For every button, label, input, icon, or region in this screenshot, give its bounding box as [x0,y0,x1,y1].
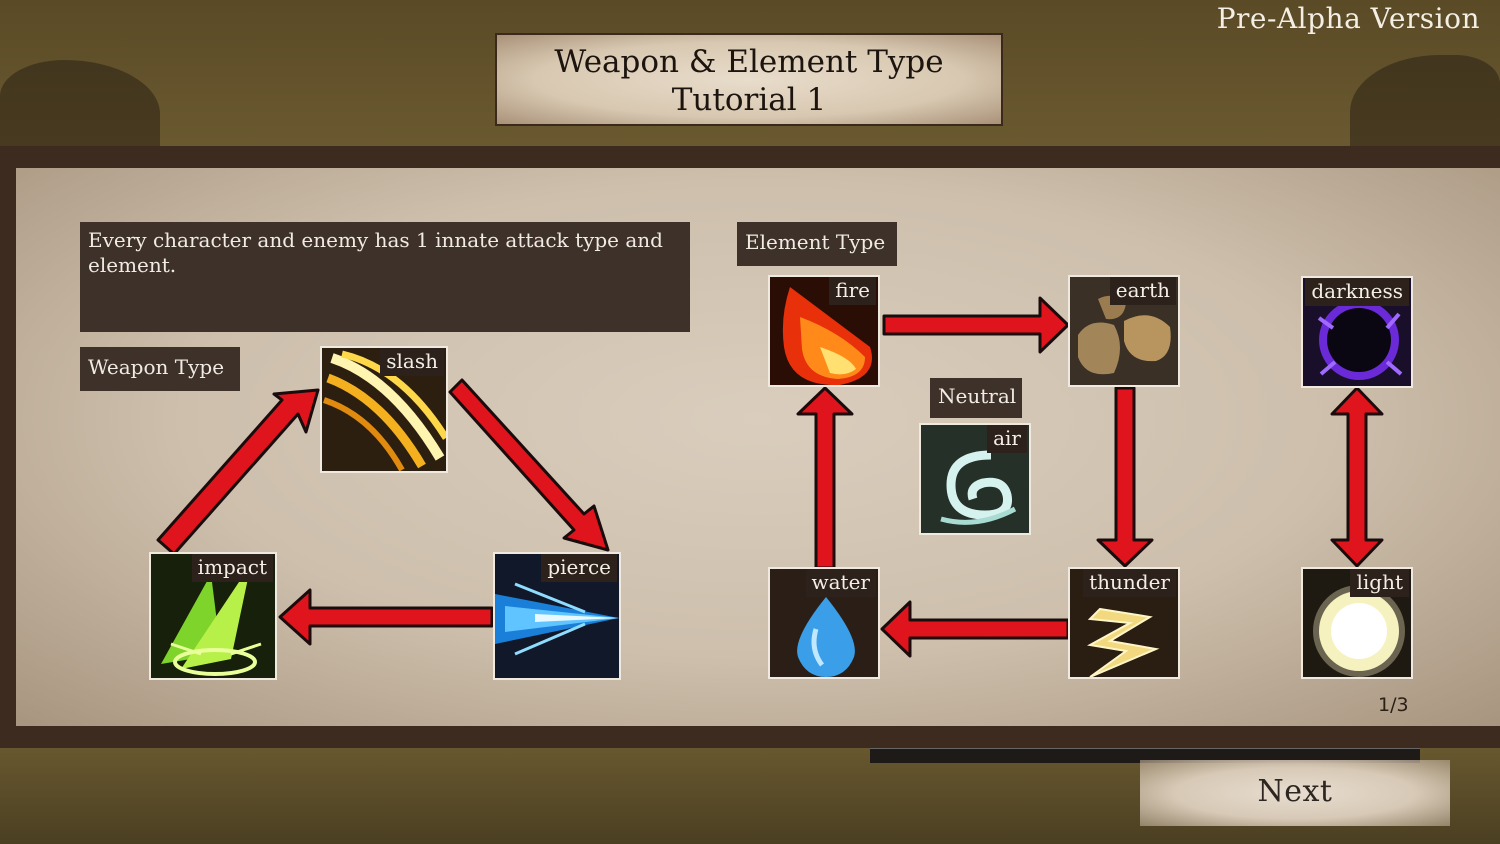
next-button[interactable]: Next [1140,760,1450,826]
element-water[interactable]: water [768,567,880,679]
fire-label: fire [829,277,876,305]
arrow-darkness-light [1330,386,1384,568]
element-air[interactable]: air [919,423,1031,535]
thunder-label: thunder [1083,569,1176,597]
weapon-slash[interactable]: slash [320,346,448,473]
light-label: light [1350,569,1409,597]
arrow-slash-to-pierce [448,378,610,552]
air-label: air [987,425,1027,453]
decorative-bar [870,748,1420,763]
impact-label: impact [191,554,273,582]
arrow-thunder-to-water [880,600,1070,658]
title-line-1: Weapon & Element Type [554,44,944,80]
arrow-pierce-to-impact [278,588,494,646]
weapon-pierce[interactable]: pierce [493,552,621,680]
water-label: water [805,569,876,597]
weapon-impact[interactable]: impact [149,552,277,680]
element-fire[interactable]: fire [768,275,880,387]
weapon-type-label: Weapon Type [80,347,240,391]
page-indicator: 1/3 [1378,694,1409,716]
arrow-water-to-fire [796,386,854,570]
water-icon [770,569,878,677]
element-light[interactable]: light [1301,567,1413,679]
element-type-label: Element Type [737,222,897,266]
element-darkness[interactable]: darkness [1301,276,1413,388]
darkness-label: darkness [1305,278,1409,306]
title-plate: Weapon & Element Type Tutorial 1 [495,33,1003,126]
version-label: Pre-Alpha Version [1216,2,1480,35]
arrow-fire-to-earth [882,296,1070,354]
pierce-label: pierce [541,554,617,582]
slash-label: slash [380,348,444,376]
element-thunder[interactable]: thunder [1068,567,1180,679]
neutral-label: Neutral [930,378,1022,418]
title-line-2: Tutorial 1 [671,82,827,118]
intro-text: Every character and enemy has 1 innate a… [88,228,663,277]
arrow-impact-to-slash [156,388,320,556]
intro-text-box: Every character and enemy has 1 innate a… [80,222,690,332]
earth-label: earth [1109,277,1176,305]
element-earth[interactable]: earth [1068,275,1180,387]
arrow-earth-to-thunder [1096,386,1154,568]
